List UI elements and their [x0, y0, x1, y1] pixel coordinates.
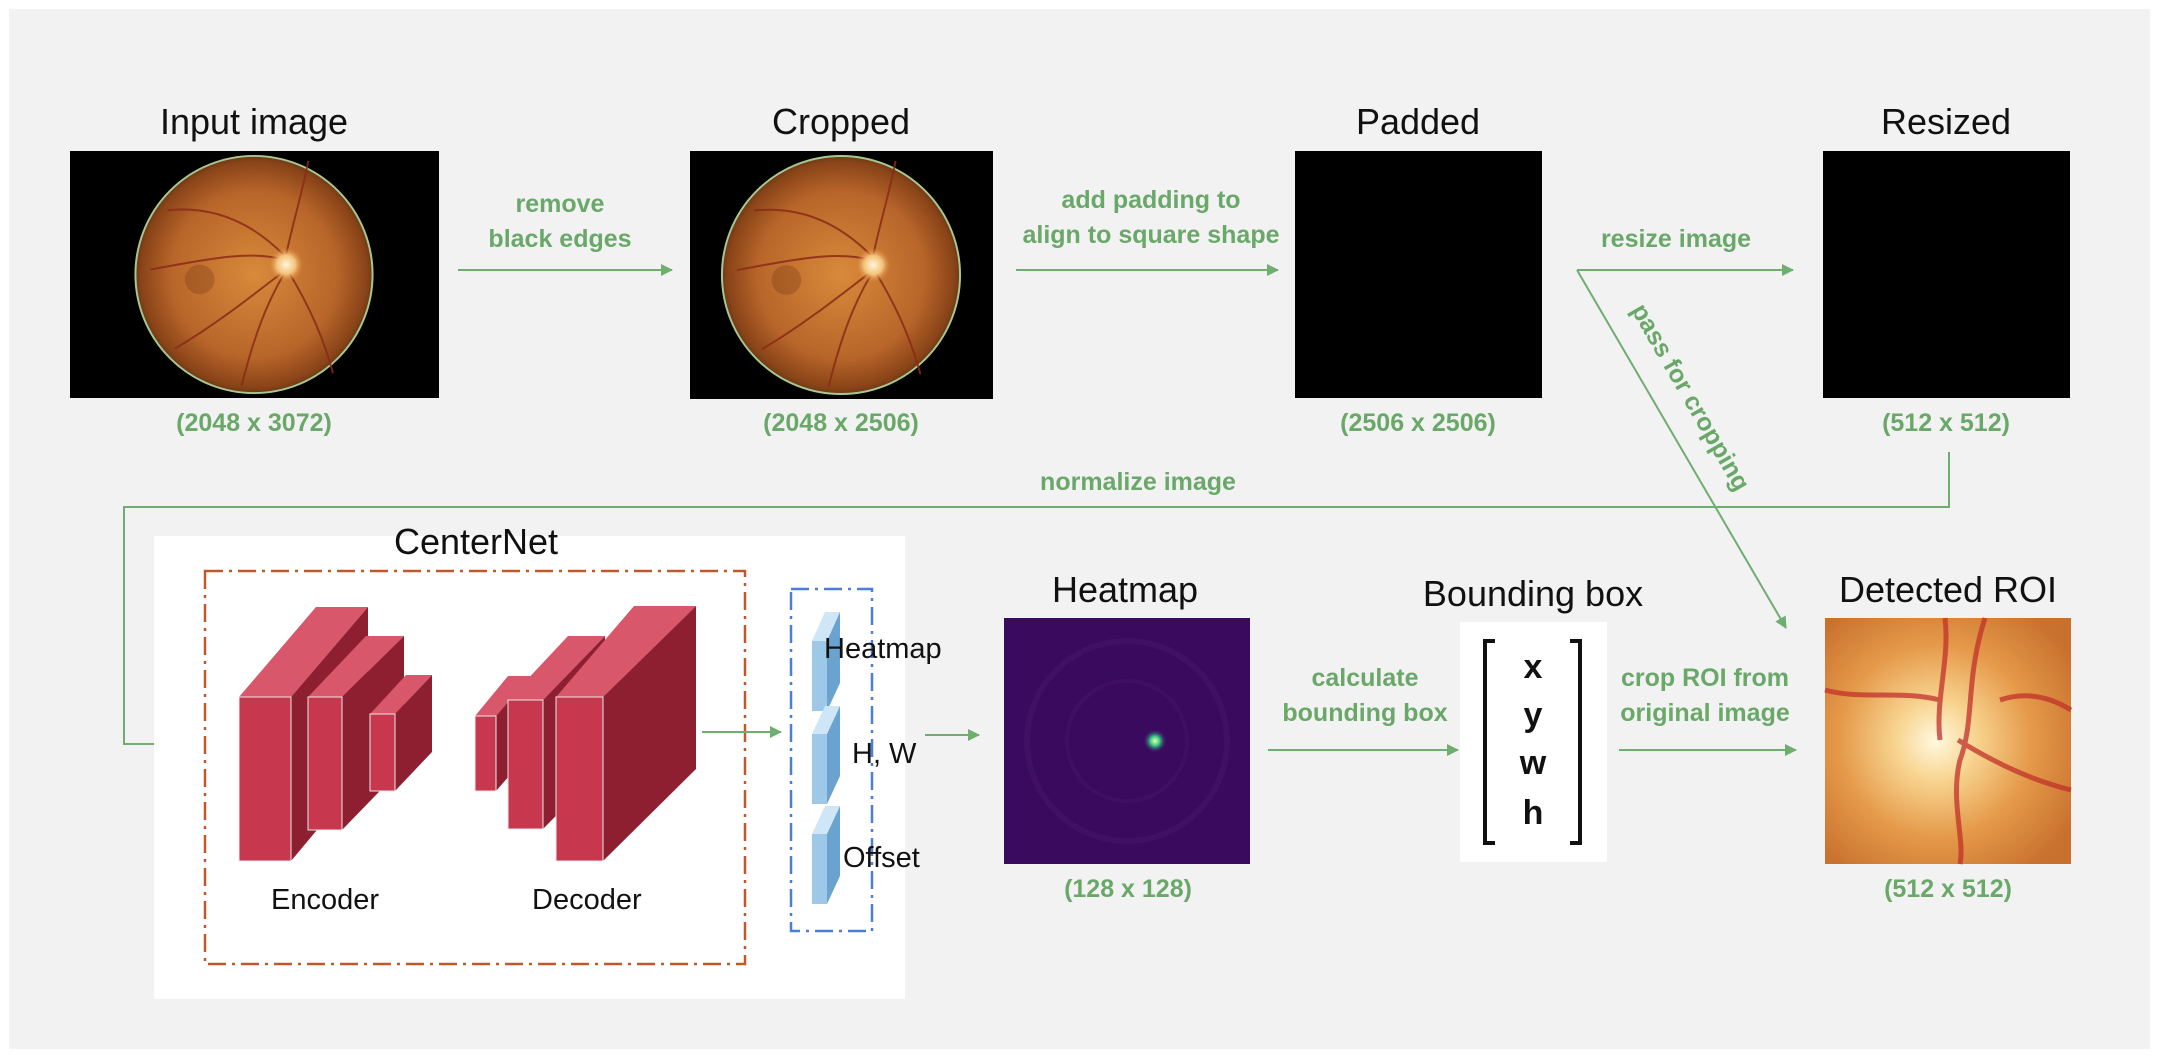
cropped-title: Cropped: [771, 101, 911, 142]
input-title: Input image: [159, 101, 349, 142]
output-heatmap-label: Heatmap: [824, 633, 942, 665]
padded-size: (2506 x 2506): [1340, 409, 1496, 437]
cropped-image: [690, 151, 993, 399]
decoder-blocks: [474, 606, 696, 862]
centernet-title: CenterNet: [393, 521, 559, 562]
cropped-size: (2048 x 2506): [763, 409, 919, 437]
encoder-blocks: [238, 607, 432, 862]
arrow-pass-cropping: [1576, 269, 1787, 629]
arrow-label-normalize: normalize image: [1040, 468, 1236, 496]
arrow-label-resize: resize image: [1600, 225, 1752, 253]
centernet-border: [203, 569, 747, 966]
padded-title: Padded: [1355, 101, 1481, 142]
heatmap-title: Heatmap: [1051, 569, 1199, 610]
decoder-label: Decoder: [532, 884, 642, 916]
roi-title: Detected ROI: [1838, 569, 2058, 610]
bbox-bracket-left: [1483, 639, 1495, 845]
input-size: (2048 x 3072): [176, 409, 332, 437]
bbox-var-h: h: [1522, 794, 1544, 832]
input-image: [70, 151, 439, 398]
output-heads-border: [789, 587, 874, 933]
roi-size: (512 x 512): [1884, 875, 2012, 903]
arrow-normalize: [123, 452, 1950, 750]
bbox-var-w: w: [1519, 744, 1547, 782]
resized-image: [1823, 151, 2070, 398]
padded-image: [1295, 151, 1542, 398]
output-hw-label: H, W: [852, 738, 917, 770]
bbox-bracket-right: [1570, 639, 1582, 845]
heatmap-image: [1004, 618, 1250, 864]
encoder-label: Encoder: [271, 884, 380, 916]
bbox-var-x: x: [1523, 648, 1543, 686]
resized-size: (512 x 512): [1882, 409, 2010, 437]
bbox-title: Bounding box: [1422, 573, 1644, 614]
roi-image: [1824, 617, 2073, 865]
bbox-var-y: y: [1523, 696, 1543, 734]
output-heads: [812, 612, 840, 904]
heatmap-size: (128 x 128): [1064, 875, 1192, 903]
resized-title: Resized: [1880, 101, 2012, 142]
output-offset-label: Offset: [843, 842, 920, 874]
